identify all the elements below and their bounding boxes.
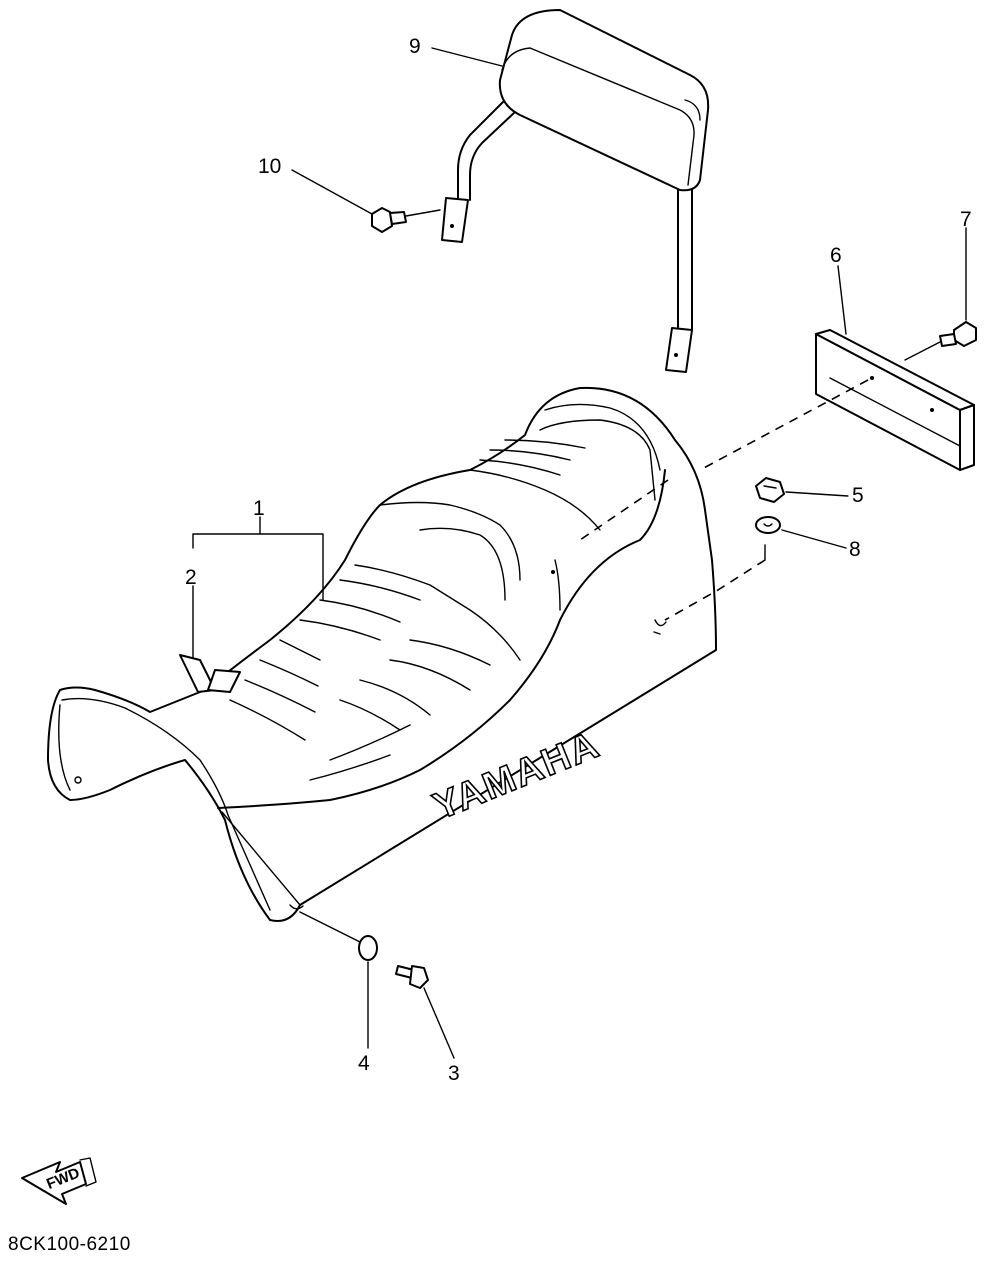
callout-10: 10 [258,155,281,178]
part-code: 8CK100-6210 [8,1234,131,1255]
backrest [441,9,710,373]
callouts: 1 2 3 4 5 6 7 8 9 10 [185,35,972,1085]
bracket-part-6 [815,329,975,471]
screw-part-3 [395,965,429,989]
callout-2: 2 [185,566,197,589]
bolt-part-7 [904,321,977,361]
callout-3: 3 [448,1062,460,1085]
washer-part-4 [358,935,378,961]
washer-part-8 [755,516,781,534]
leader-lines [192,47,967,659]
callout-5: 5 [852,484,864,507]
callout-1: 1 [253,497,265,520]
assembly-lines [299,379,869,1059]
bolt-part-10 [371,207,441,233]
callout-4: 4 [358,1052,370,1075]
seat-assembly [47,386,717,922]
forward-arrow-icon: FWD [21,1157,97,1205]
callout-7: 7 [960,208,972,231]
nut-part-5 [755,477,785,503]
callout-8: 8 [849,538,861,561]
callout-6: 6 [830,244,842,267]
callout-9: 9 [409,35,421,58]
